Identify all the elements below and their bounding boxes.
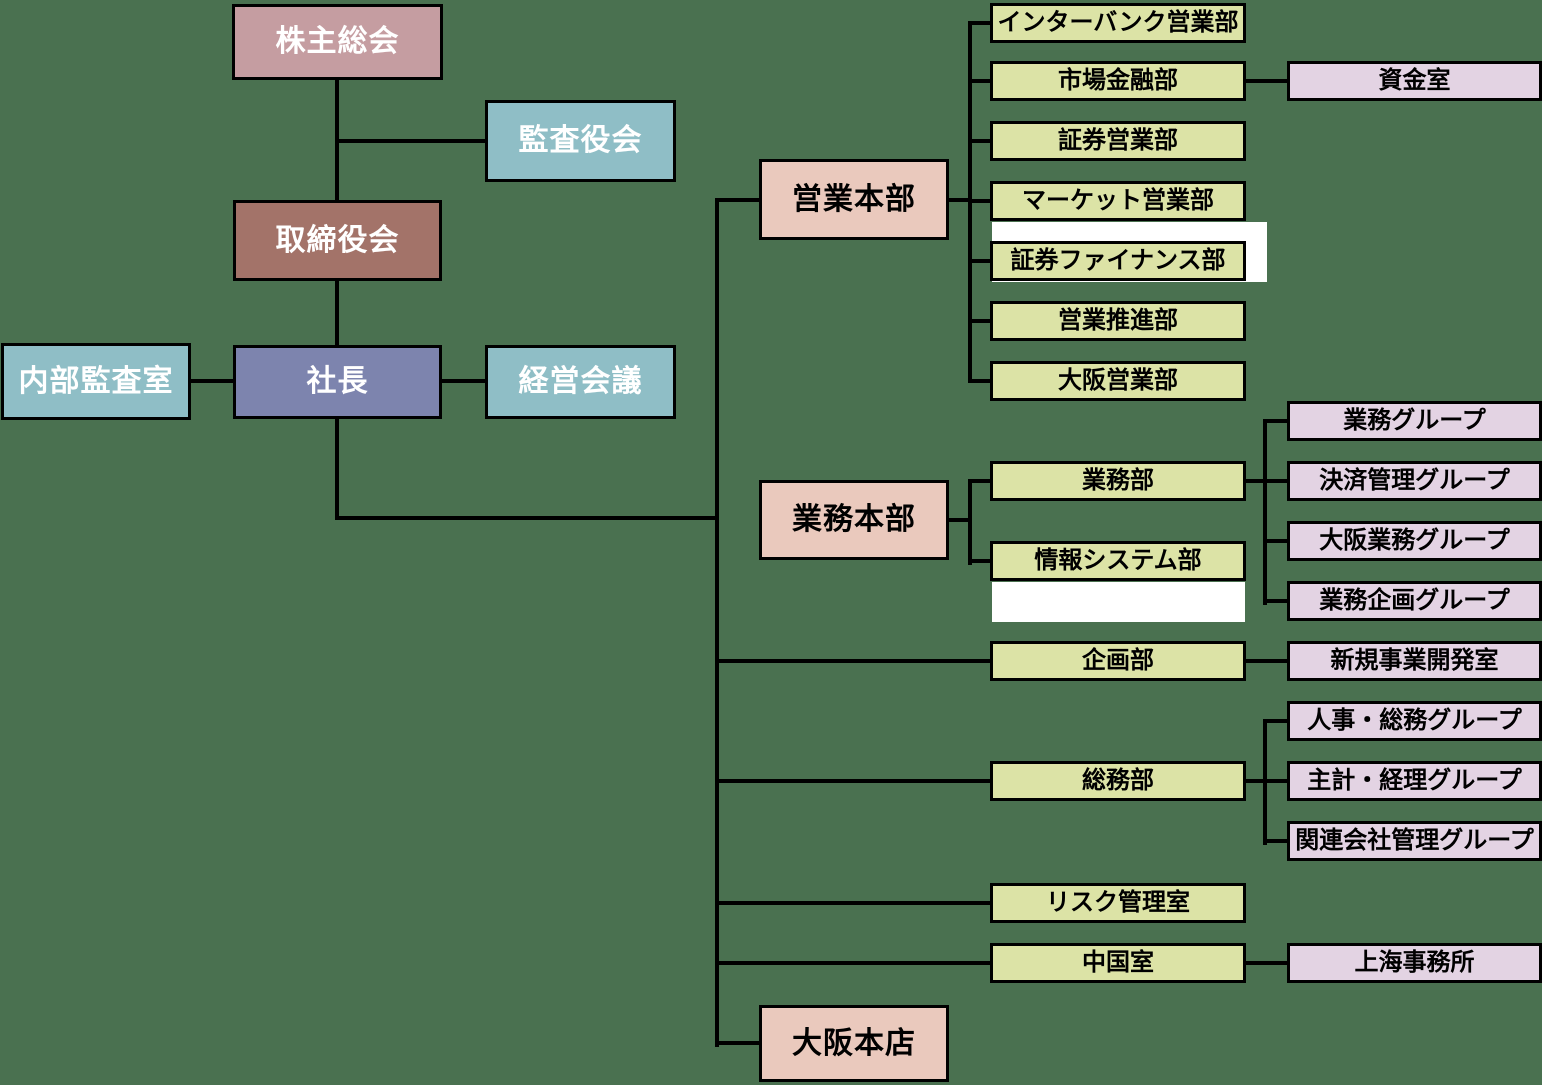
connector-trunk-to-osaka-branch: [715, 1041, 761, 1045]
connector-stub-settlement-group: [1263, 479, 1289, 483]
node-new-business-dev-office: 新規事業開発室: [1287, 641, 1542, 681]
node-settlement-mgmt-group: 決済管理グループ: [1287, 461, 1542, 501]
node-board-of-directors: 取締役会: [233, 200, 442, 281]
connector-trunk-to-general-affairs: [715, 779, 992, 783]
node-interbank-sales-dept: インターバンク営業部: [990, 3, 1246, 43]
node-shanghai-office: 上海事務所: [1287, 943, 1542, 983]
node-sales-division: 営業本部: [759, 159, 949, 240]
connector-stub-operations-dept: [968, 479, 992, 483]
connector-stub-hr-group: [1263, 719, 1289, 723]
node-osaka-sales-dept: 大阪営業部: [990, 361, 1246, 401]
connector-operations-children-trunk: [968, 479, 972, 565]
connector-general-affairs-right: [1246, 779, 1267, 783]
connector-operations-division-right: [949, 518, 972, 522]
node-sales-promotion-dept: 営業推進部: [990, 301, 1246, 341]
connector-stub-market-sales: [968, 199, 992, 203]
connector-president-to-internal-audit: [190, 379, 235, 383]
node-general-affairs-dept: 総務部: [990, 761, 1246, 801]
node-operations-group: 業務グループ: [1287, 401, 1542, 441]
connector-trunk-to-planning-dept: [715, 659, 992, 663]
connector-stub-sales-promotion: [968, 319, 992, 323]
connector-stub-it-systems: [968, 559, 992, 563]
connector-stub-securities-finance: [968, 259, 992, 263]
connector-operations-dept-right: [1246, 479, 1267, 483]
node-shareholders-meeting: 株主総会: [232, 4, 443, 80]
connector-stub-securities-sales: [968, 139, 992, 143]
node-it-systems-dept: 情報システム部: [990, 541, 1246, 581]
node-affiliated-companies-group: 関連会社管理グループ: [1287, 821, 1542, 861]
node-hr-general-affairs-group: 人事・総務グループ: [1287, 701, 1542, 741]
connector-trunk-to-risk-office: [715, 901, 992, 905]
connector-operations-groups-trunk: [1263, 419, 1267, 605]
connector-market-finance-to-funds: [1246, 79, 1287, 83]
connector-main-trunk: [715, 198, 719, 1047]
connector-president-to-trunk: [335, 516, 719, 520]
connector-stub-market-finance: [968, 79, 992, 83]
connector-board-to-president: [335, 281, 339, 347]
connector-president-down: [335, 419, 339, 520]
node-management-council: 経営会議: [485, 345, 676, 419]
node-securities-sales-dept: 証券営業部: [990, 121, 1246, 161]
connector-trunk-to-sales-division: [715, 198, 761, 202]
connector-president-to-management-council: [442, 379, 487, 383]
node-accounting-group: 主計・経理グループ: [1287, 761, 1542, 801]
node-market-sales-dept: マーケット営業部: [990, 181, 1246, 221]
connector-planning-to-new-business: [1246, 659, 1287, 663]
node-securities-finance-dept: 証券ファイナンス部: [990, 241, 1246, 281]
connector-stub-interbank: [968, 21, 992, 25]
node-operations-division: 業務本部: [759, 480, 949, 560]
node-osaka-operations-group: 大阪業務グループ: [1287, 521, 1542, 561]
connector-to-audit-board: [337, 139, 485, 143]
node-funds-office: 資金室: [1287, 61, 1542, 101]
node-operations-dept: 業務部: [990, 461, 1246, 501]
connector-stub-accounting-group: [1263, 779, 1289, 783]
connector-china-to-shanghai: [1246, 961, 1287, 965]
node-market-finance-dept: 市場金融部: [990, 61, 1246, 101]
node-osaka-main-branch: 大阪本店: [759, 1005, 949, 1082]
connector-stub-operations-planning-group: [1263, 599, 1289, 603]
node-president: 社長: [233, 345, 442, 419]
connector-stub-osaka-operations-group: [1263, 539, 1289, 543]
white-overlay-below-it-systems: [992, 582, 1245, 622]
connector-sales-division-right: [949, 198, 972, 202]
node-risk-mgmt-office: リスク管理室: [990, 883, 1246, 923]
node-audit-board: 監査役会: [485, 100, 676, 182]
connector-trunk-to-china-office: [715, 961, 992, 965]
connector-stub-operations-group: [1263, 419, 1289, 423]
connector-stub-osaka-sales: [968, 379, 992, 383]
node-china-office: 中国室: [990, 943, 1246, 983]
node-operations-planning-group: 業務企画グループ: [1287, 581, 1542, 621]
node-internal-audit-office: 内部監査室: [1, 343, 191, 420]
node-planning-dept: 企画部: [990, 641, 1246, 681]
connector-stub-affiliated-group: [1263, 839, 1289, 843]
